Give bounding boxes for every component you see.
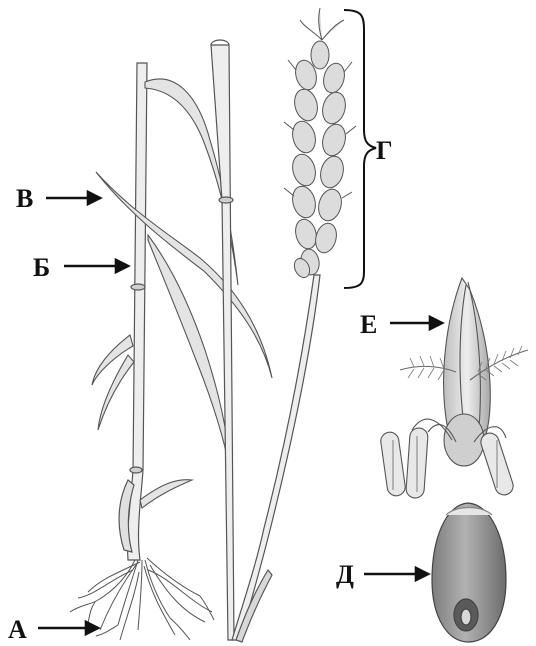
stem-left [119,63,147,560]
pointer-arrows [38,192,442,634]
label-stem: Б [33,255,50,281]
stem-spike [232,275,320,642]
label-grain: Д [336,562,354,588]
leaves [92,79,272,508]
label-spike: Г [376,138,393,164]
flower [380,278,528,499]
label-flower: Е [360,312,377,338]
label-roots: А [8,617,27,643]
spike [284,8,356,280]
label-leaf: В [16,186,33,212]
stem-middle [211,40,234,640]
grain [432,503,506,642]
spike-brace [344,10,376,288]
